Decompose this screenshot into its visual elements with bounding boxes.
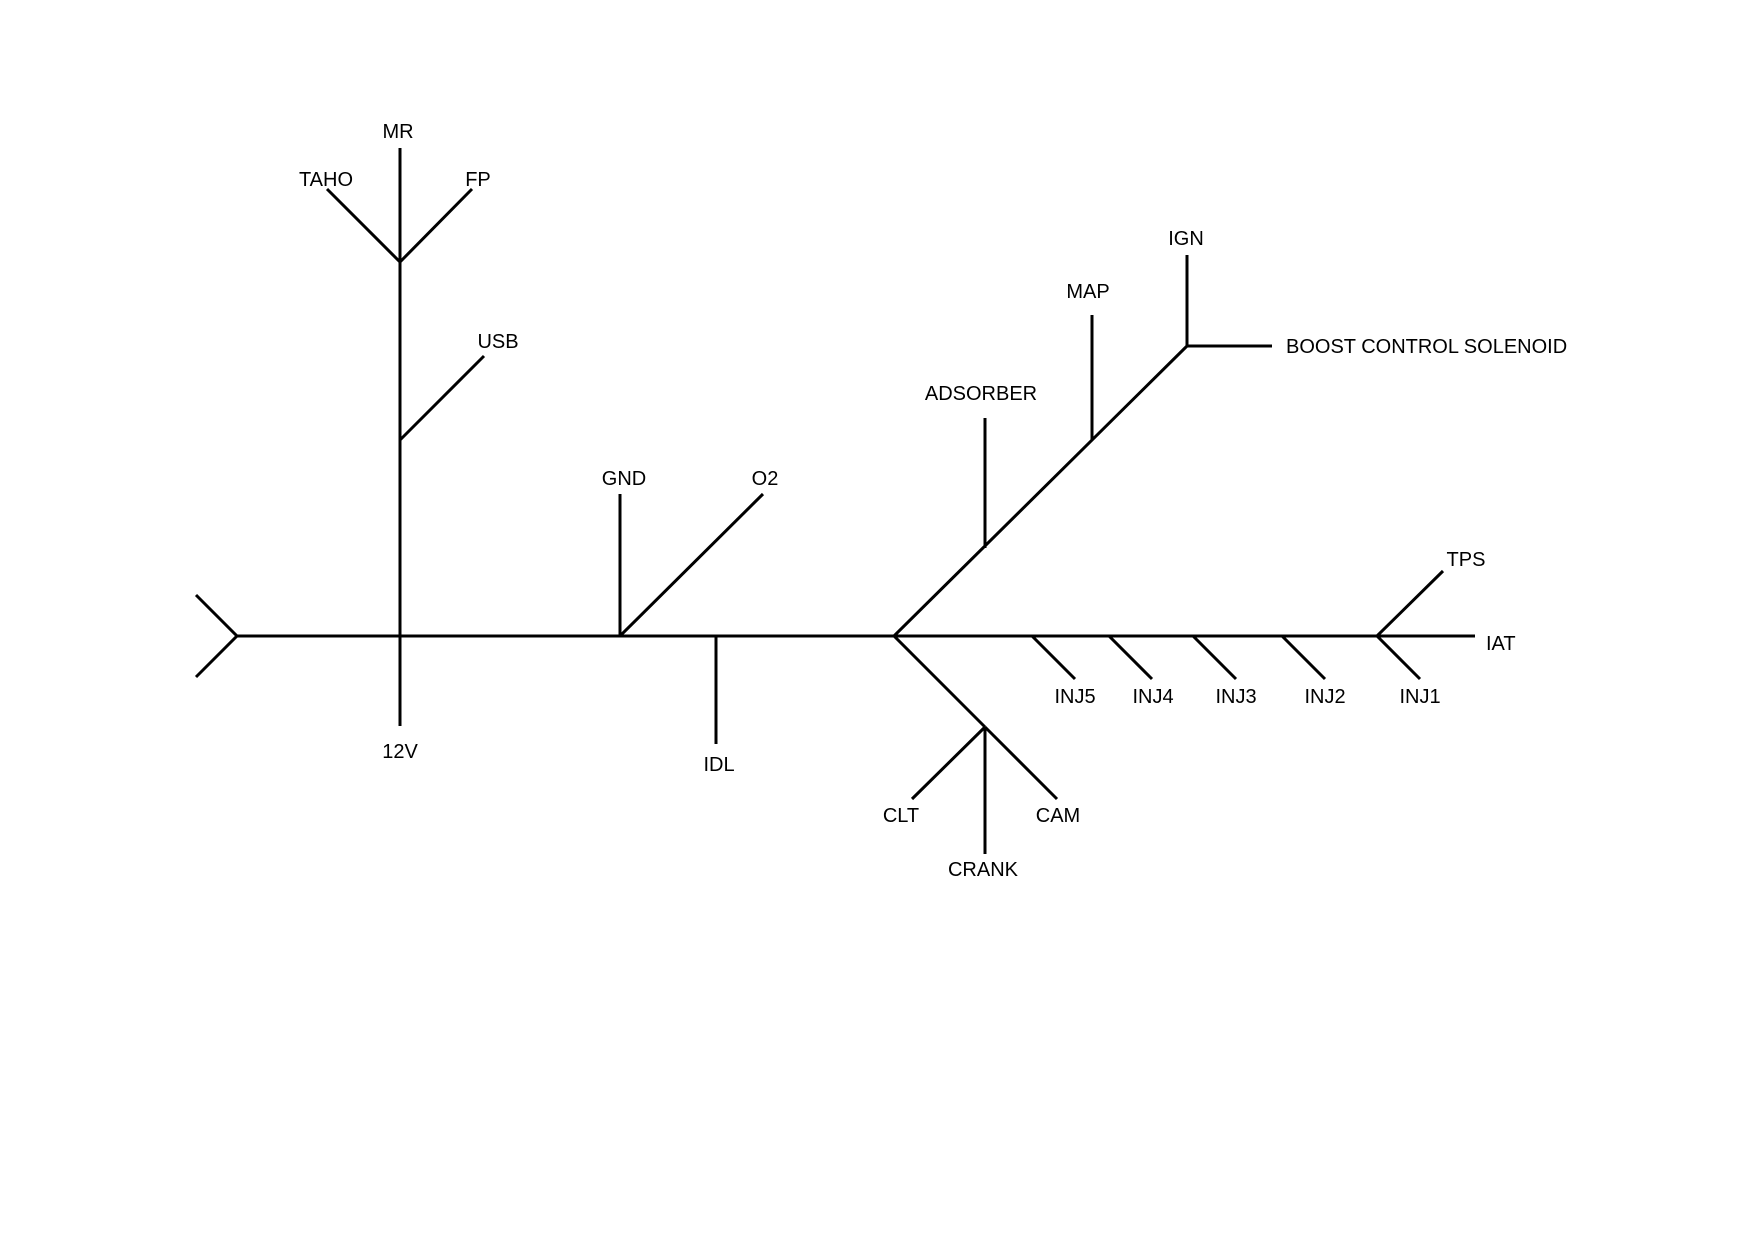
label-adsorber: ADSORBER (925, 383, 1037, 405)
label-inj3: INJ3 (1215, 686, 1256, 708)
label-mr: MR (382, 121, 413, 143)
branch-clt-line (910, 725, 987, 801)
label-inj2: INJ2 (1304, 686, 1345, 708)
branch-tps-line (1375, 569, 1445, 638)
label-idl: IDL (703, 754, 734, 776)
label-cam: CAM (1036, 805, 1080, 827)
label-fp: FP (465, 169, 491, 191)
label-inj1: INJ1 (1399, 686, 1440, 708)
label-inj5: INJ5 (1054, 686, 1095, 708)
label-clt: CLT (883, 805, 919, 827)
branch-diagonal-main-line (892, 344, 1189, 638)
branch-inj2-line (1280, 634, 1327, 681)
branch-upper-diagonal (892, 255, 1272, 638)
branch-o2-line (618, 492, 765, 638)
label-tps: TPS (1447, 549, 1486, 571)
label-inj4: INJ4 (1132, 686, 1173, 708)
label-crank: CRANK (948, 859, 1019, 881)
branch-left-vertical (325, 148, 486, 726)
branch-fp-line (398, 187, 474, 264)
diagram-labels: MR TAHO FP USB 12V GND O2 IDL ADSORBER M… (299, 121, 1567, 881)
label-map: MAP (1066, 281, 1109, 303)
connector-end-lower-line (194, 634, 239, 679)
label-12v: 12V (382, 741, 418, 763)
label-ign: IGN (1168, 228, 1204, 250)
branch-gnd-o2-idl (618, 492, 765, 744)
branch-inj4-line (1107, 634, 1154, 681)
branch-inj3-line (1191, 634, 1238, 681)
branch-lower-diagonal-main-line (892, 634, 987, 729)
label-taho: TAHO (299, 169, 353, 191)
branch-inj1-line (1375, 634, 1422, 681)
label-gnd: GND (602, 468, 646, 490)
branch-inj5-line (1030, 634, 1077, 681)
label-iat: IAT (1486, 633, 1516, 655)
label-usb: USB (477, 331, 518, 353)
branch-cam-line (983, 725, 1059, 801)
branch-lower-diagonal (892, 634, 1059, 854)
connector-end-upper-line (194, 593, 239, 638)
connector-end (194, 593, 239, 679)
branch-taho-line (325, 187, 402, 264)
label-o2: O2 (752, 468, 779, 490)
label-boost-control-solenoid: BOOST CONTROL SOLENOID (1286, 336, 1567, 358)
branch-usb-line (398, 354, 486, 442)
branch-injectors (1030, 569, 1445, 681)
